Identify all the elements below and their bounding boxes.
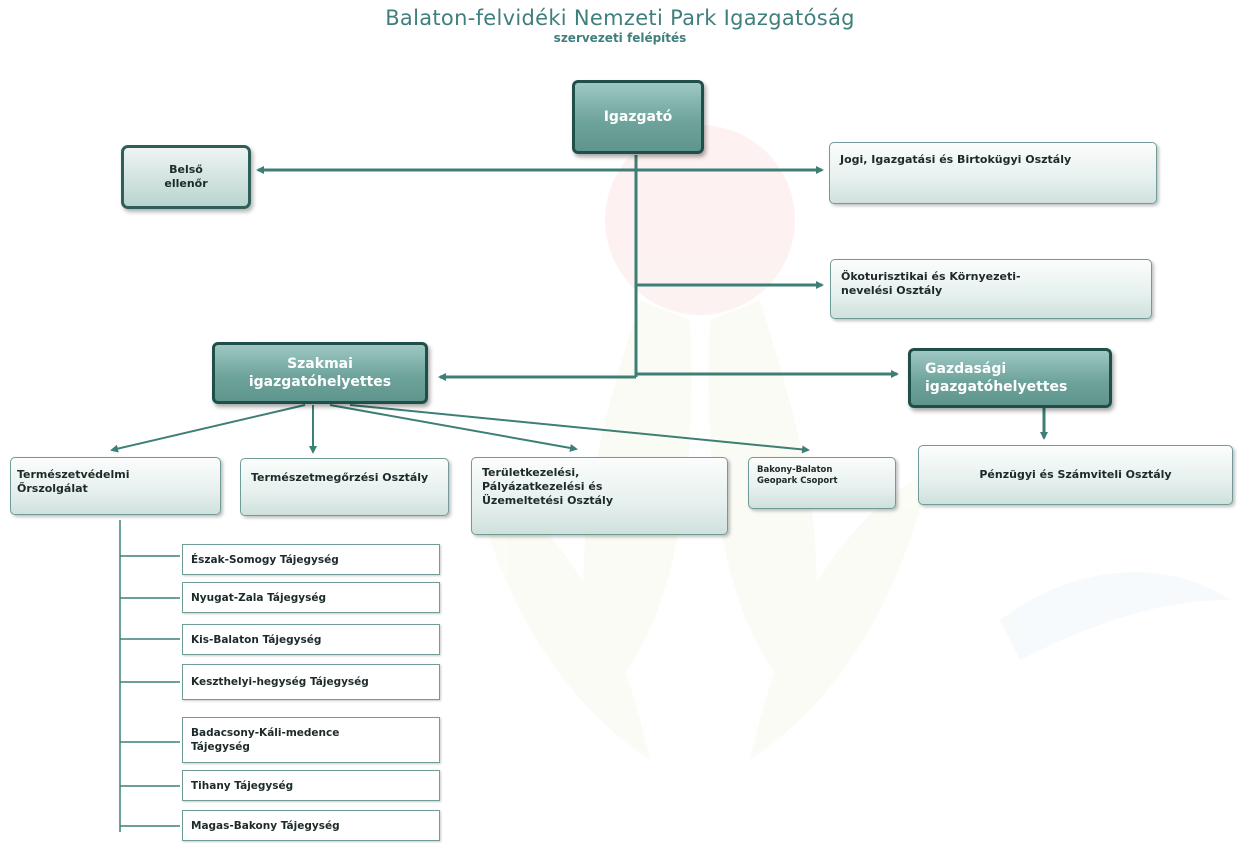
tajegyseg-item: Badacsony-Káli-medence Tájegység [182,717,440,763]
node-teruletkezelesi-osztaly-label: Területkezelési, Pályázatkezelési és Üze… [482,466,613,507]
tajegyseg-item: Keszthelyi-hegység Tájegység [182,664,440,700]
tajegyseg-label: Tihany Tájegység [191,779,294,792]
tajegyseg-label: Magas-Bakony Tájegység [191,819,340,832]
node-termeszetmegorzesi-osztaly-label: Természetmegőrzési Osztály [251,471,429,484]
node-igazgato-label: Igazgató [603,109,673,125]
tajegyseg-label: Kis-Balaton Tájegység [191,633,322,646]
node-gazdasagi-igazgatohelyettes-label: Gazdasági igazgatóhelyettes [925,361,1068,395]
tajegyseg-label: Nyugat-Zala Tájegység [191,591,326,604]
node-jogi-osztaly-label: Jogi, Igazgatási és Birtokügyi Osztály [840,153,1072,166]
node-termeszetvedelmi-orszolgalat-label: Természetvédelmi Őrszolgálat [17,468,130,495]
node-okoturisztikai-osztaly-label: Ökoturisztikai és Környezeti-nevelési Os… [841,270,1021,297]
node-okoturisztikai-osztaly: Ökoturisztikai és Környezeti-nevelési Os… [830,259,1152,319]
tajegyseg-label: Észak-Somogy Tájegység [191,553,339,566]
tajegyseg-item: Nyugat-Zala Tájegység [182,582,440,613]
chart-subtitle: szervezeti felépítés [553,31,687,45]
node-penzugyi-osztaly: Pénzügyi és Számviteli Osztály [918,445,1233,505]
tajegyseg-item: Magas-Bakony Tájegység [182,810,440,841]
tajegyseg-label: Keszthelyi-hegység Tájegység [191,676,369,688]
watermark-flower [470,125,1230,760]
node-igazgato: Igazgató [572,80,704,154]
node-szakmai-igazgatohelyettes: Szakmai igazgatóhelyettes [212,342,428,404]
tajegyseg-item: Tihany Tájegység [182,770,440,801]
node-termeszetvedelmi-orszolgalat: Természetvédelmi Őrszolgálat [10,457,221,515]
chart-title: Balaton-felvidéki Nemzeti Park Igazgatós… [385,6,855,30]
node-szakmai-igazgatohelyettes-label: Szakmai igazgatóhelyettes [248,356,392,390]
node-belso-ellenor-label: Belső ellenőr [164,163,208,190]
node-termeszetmegorzesi-osztaly: Természetmegőrzési Osztály [240,458,449,516]
node-geopark-csoport-label: Bakony-Balaton Geopark Csoport [757,465,838,486]
node-belso-ellenor: Belső ellenőr [121,145,251,209]
node-penzugyi-osztaly-label: Pénzügyi és Számviteli Osztály [979,468,1172,481]
tajegyseg-item: Észak-Somogy Tájegység [182,544,440,575]
node-geopark-csoport: Bakony-Balaton Geopark Csoport [748,457,896,509]
node-teruletkezelesi-osztaly: Területkezelési, Pályázatkezelési és Üze… [471,457,728,535]
tajegyseg-label: Badacsony-Káli-medence Tájegység [191,727,340,753]
node-gazdasagi-igazgatohelyettes: Gazdasági igazgatóhelyettes [908,348,1112,408]
node-jogi-osztaly: Jogi, Igazgatási és Birtokügyi Osztály [829,142,1157,204]
tajegyseg-item: Kis-Balaton Tájegység [182,624,440,655]
chart-title-block: Balaton-felvidéki Nemzeti Park Igazgatós… [140,6,1100,45]
